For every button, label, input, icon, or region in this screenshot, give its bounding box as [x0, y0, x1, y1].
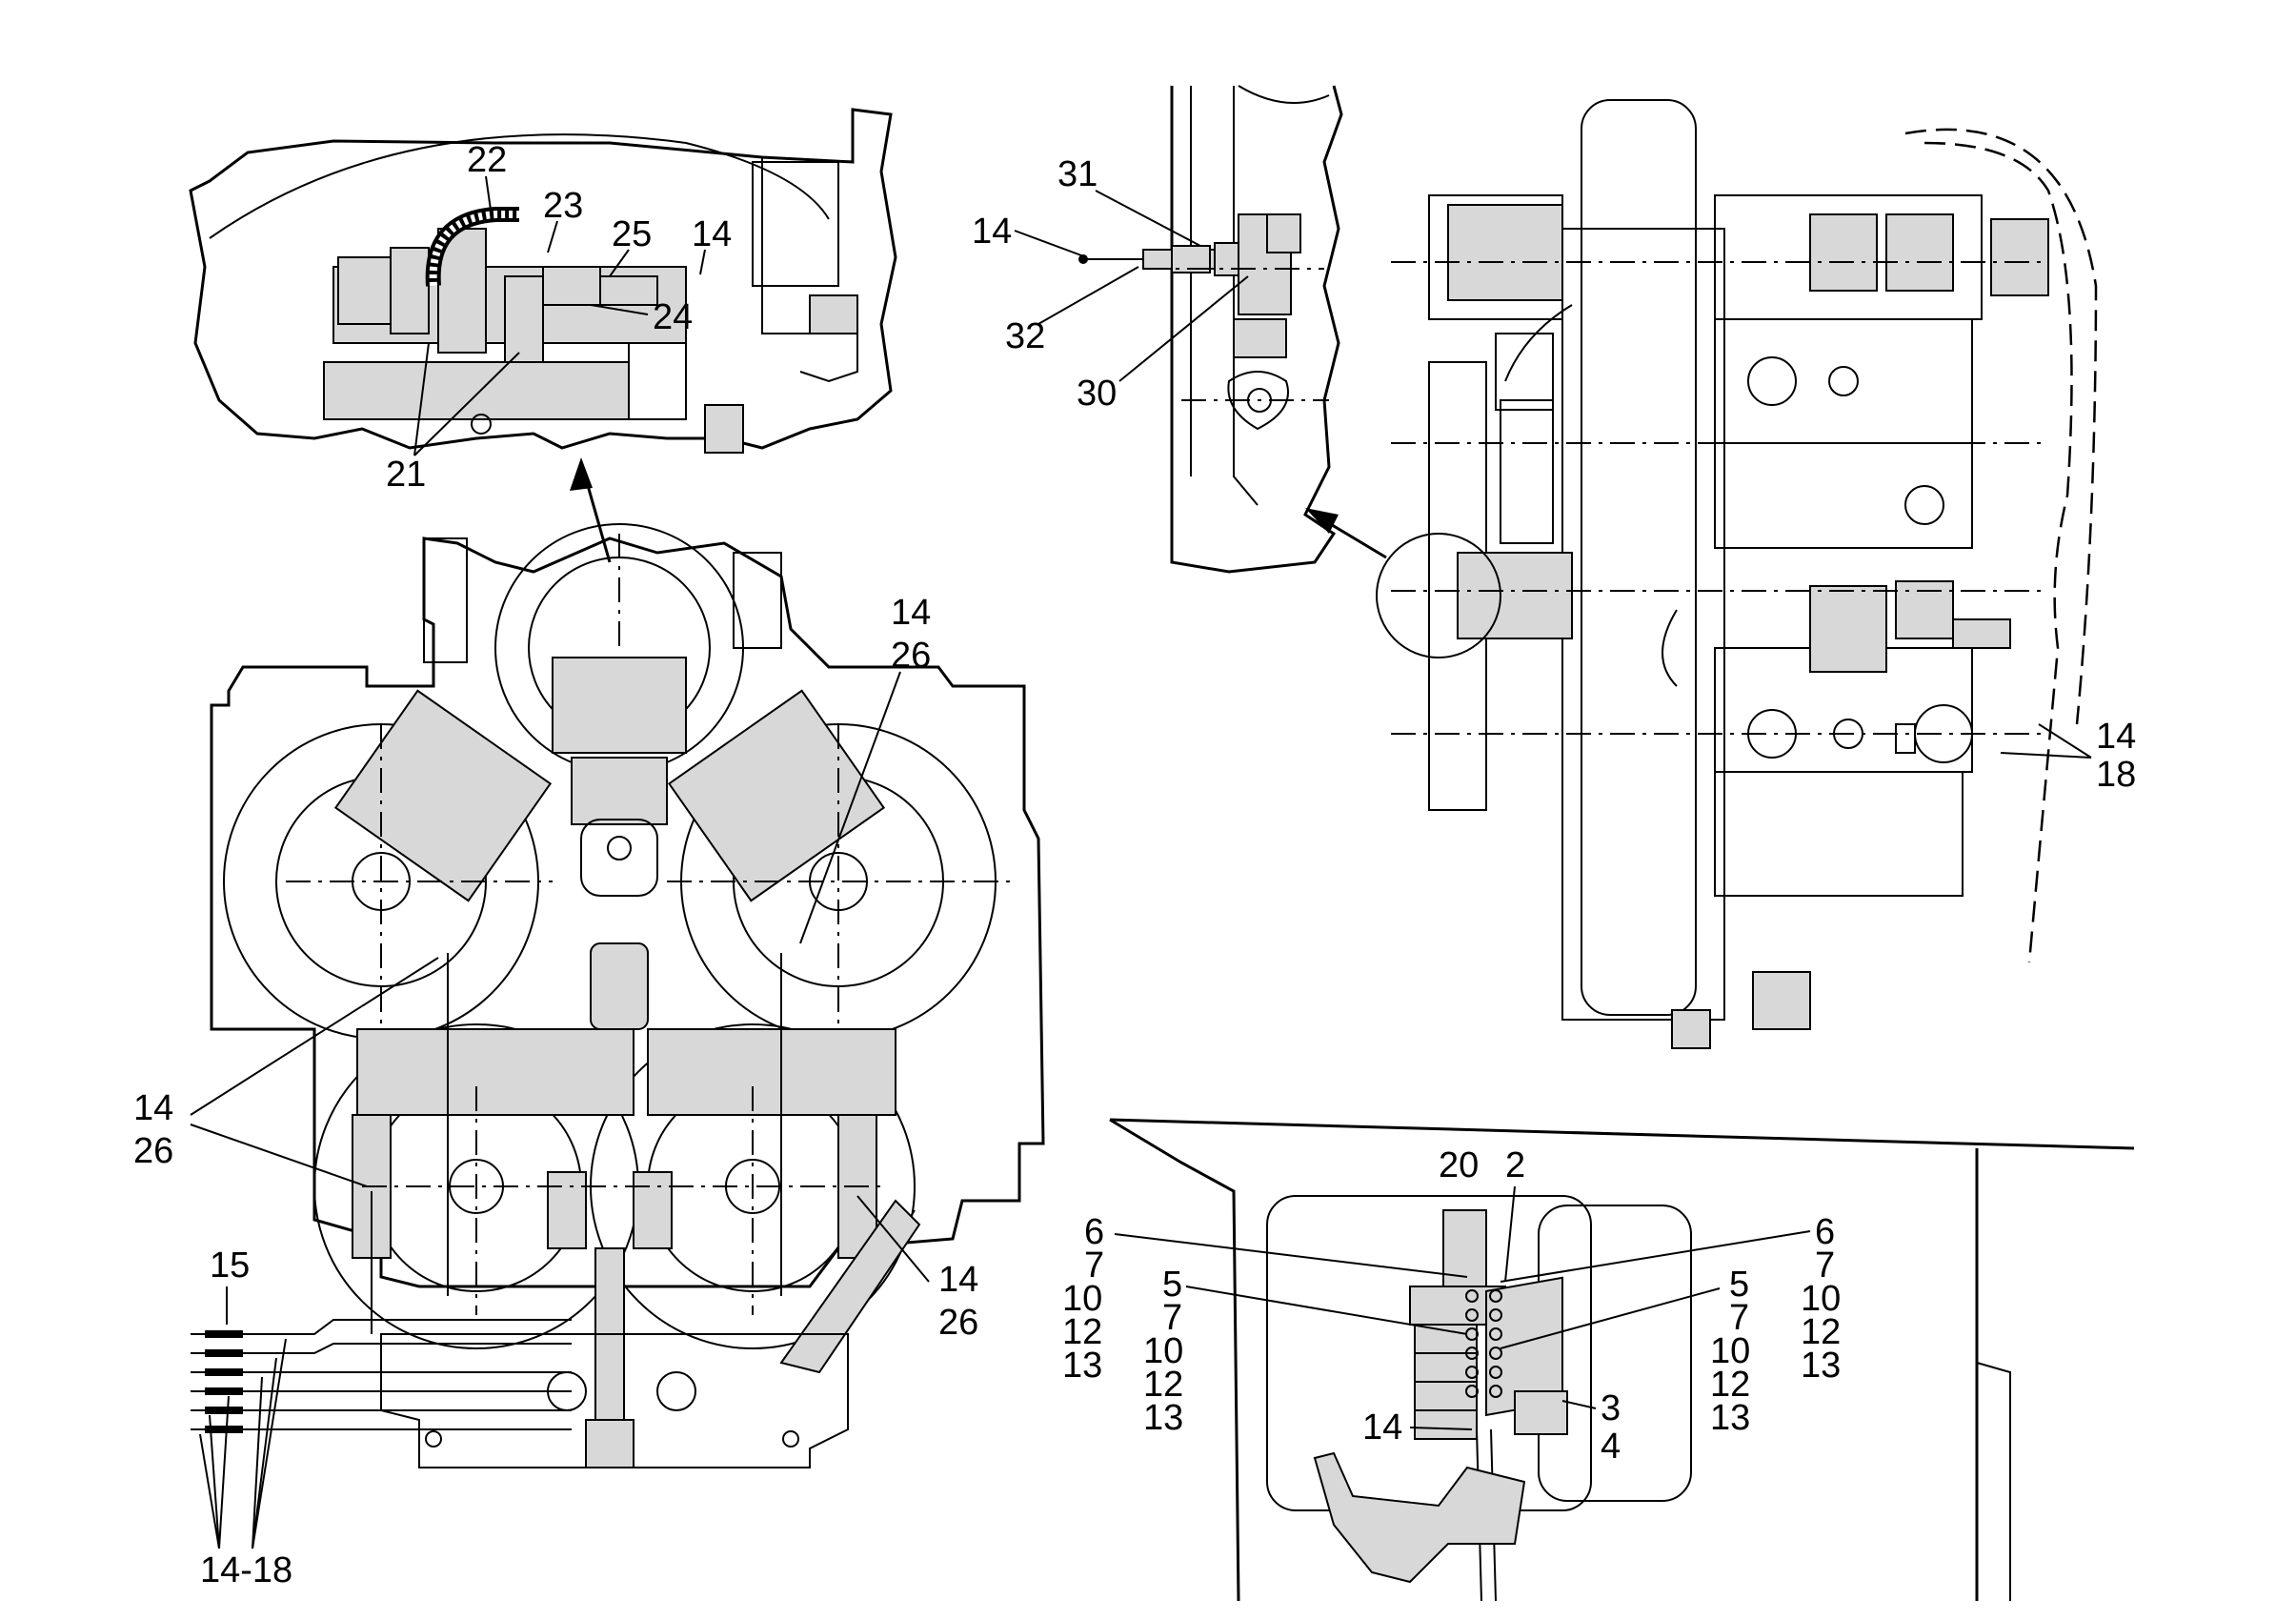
detail-view-fitting: [1078, 85, 1343, 574]
callout-10: 10: [1143, 1331, 1183, 1371]
callouts-fitting: 31 14 32 30: [972, 154, 1387, 559]
callout-12: 12: [1801, 1312, 1841, 1352]
callouts-top-left: 22 23 25 14 24 21: [386, 140, 732, 563]
callout-2: 2: [1505, 1145, 1525, 1185]
callout-10: 10: [1801, 1279, 1841, 1319]
callout-7: 7: [1084, 1245, 1104, 1286]
callout-5: 5: [1729, 1265, 1749, 1305]
callout-26: 26: [938, 1303, 978, 1343]
callout-14: 14: [2096, 717, 2136, 757]
callout-30: 30: [1077, 374, 1117, 414]
callout-7: 7: [1815, 1245, 1835, 1286]
callout-5: 5: [1162, 1265, 1182, 1305]
callout-14: 14: [938, 1260, 978, 1300]
callouts-lower-detail: 20 2 6 7 10 12 13 5 7 10 12 13 6 7 10 12…: [1062, 1145, 1841, 1467]
callout-32: 32: [1005, 316, 1045, 356]
callout-25: 25: [612, 214, 652, 254]
callout-10: 10: [1710, 1331, 1750, 1371]
callout-12: 12: [1143, 1365, 1183, 1405]
callout-20: 20: [1439, 1145, 1479, 1185]
callout-12: 12: [1062, 1312, 1102, 1352]
callout-14: 14: [133, 1088, 173, 1128]
callout-22: 22: [467, 140, 507, 180]
callout-14-18: 14-18: [200, 1550, 292, 1590]
callout-26: 26: [891, 636, 931, 676]
callout-14: 14: [1362, 1407, 1402, 1448]
callout-14: 14: [972, 212, 1012, 252]
callout-13: 13: [1143, 1398, 1183, 1438]
callout-14: 14: [692, 214, 732, 254]
callout-23: 23: [543, 186, 583, 226]
detail-view-top-left: [189, 108, 897, 454]
callout-4: 4: [1601, 1427, 1621, 1467]
callouts-side-view: 14 18: [2000, 717, 2136, 795]
side-view-assembly: [1376, 99, 2098, 1049]
callout-13: 13: [1801, 1346, 1841, 1386]
callout-3: 3: [1601, 1388, 1621, 1428]
callout-10: 10: [1062, 1279, 1102, 1319]
main-front-view: [191, 523, 1045, 1468]
callout-21: 21: [386, 455, 426, 495]
callout-6: 6: [1084, 1212, 1104, 1252]
callout-13: 13: [1062, 1346, 1102, 1386]
lower-detail-view: [1109, 1118, 2135, 1602]
callout-26: 26: [133, 1131, 173, 1171]
callouts-main-view: 14 26 14 26 14 26 15 14-18: [133, 593, 978, 1590]
callout-15: 15: [210, 1245, 250, 1286]
callout-18: 18: [2096, 755, 2136, 795]
callout-14: 14: [891, 593, 931, 633]
callout-7: 7: [1729, 1298, 1749, 1338]
callout-31: 31: [1057, 154, 1098, 194]
callout-24: 24: [653, 297, 693, 337]
callout-6: 6: [1815, 1212, 1835, 1252]
callout-12: 12: [1710, 1365, 1750, 1405]
callout-13: 13: [1710, 1398, 1750, 1438]
callout-7: 7: [1162, 1298, 1182, 1338]
